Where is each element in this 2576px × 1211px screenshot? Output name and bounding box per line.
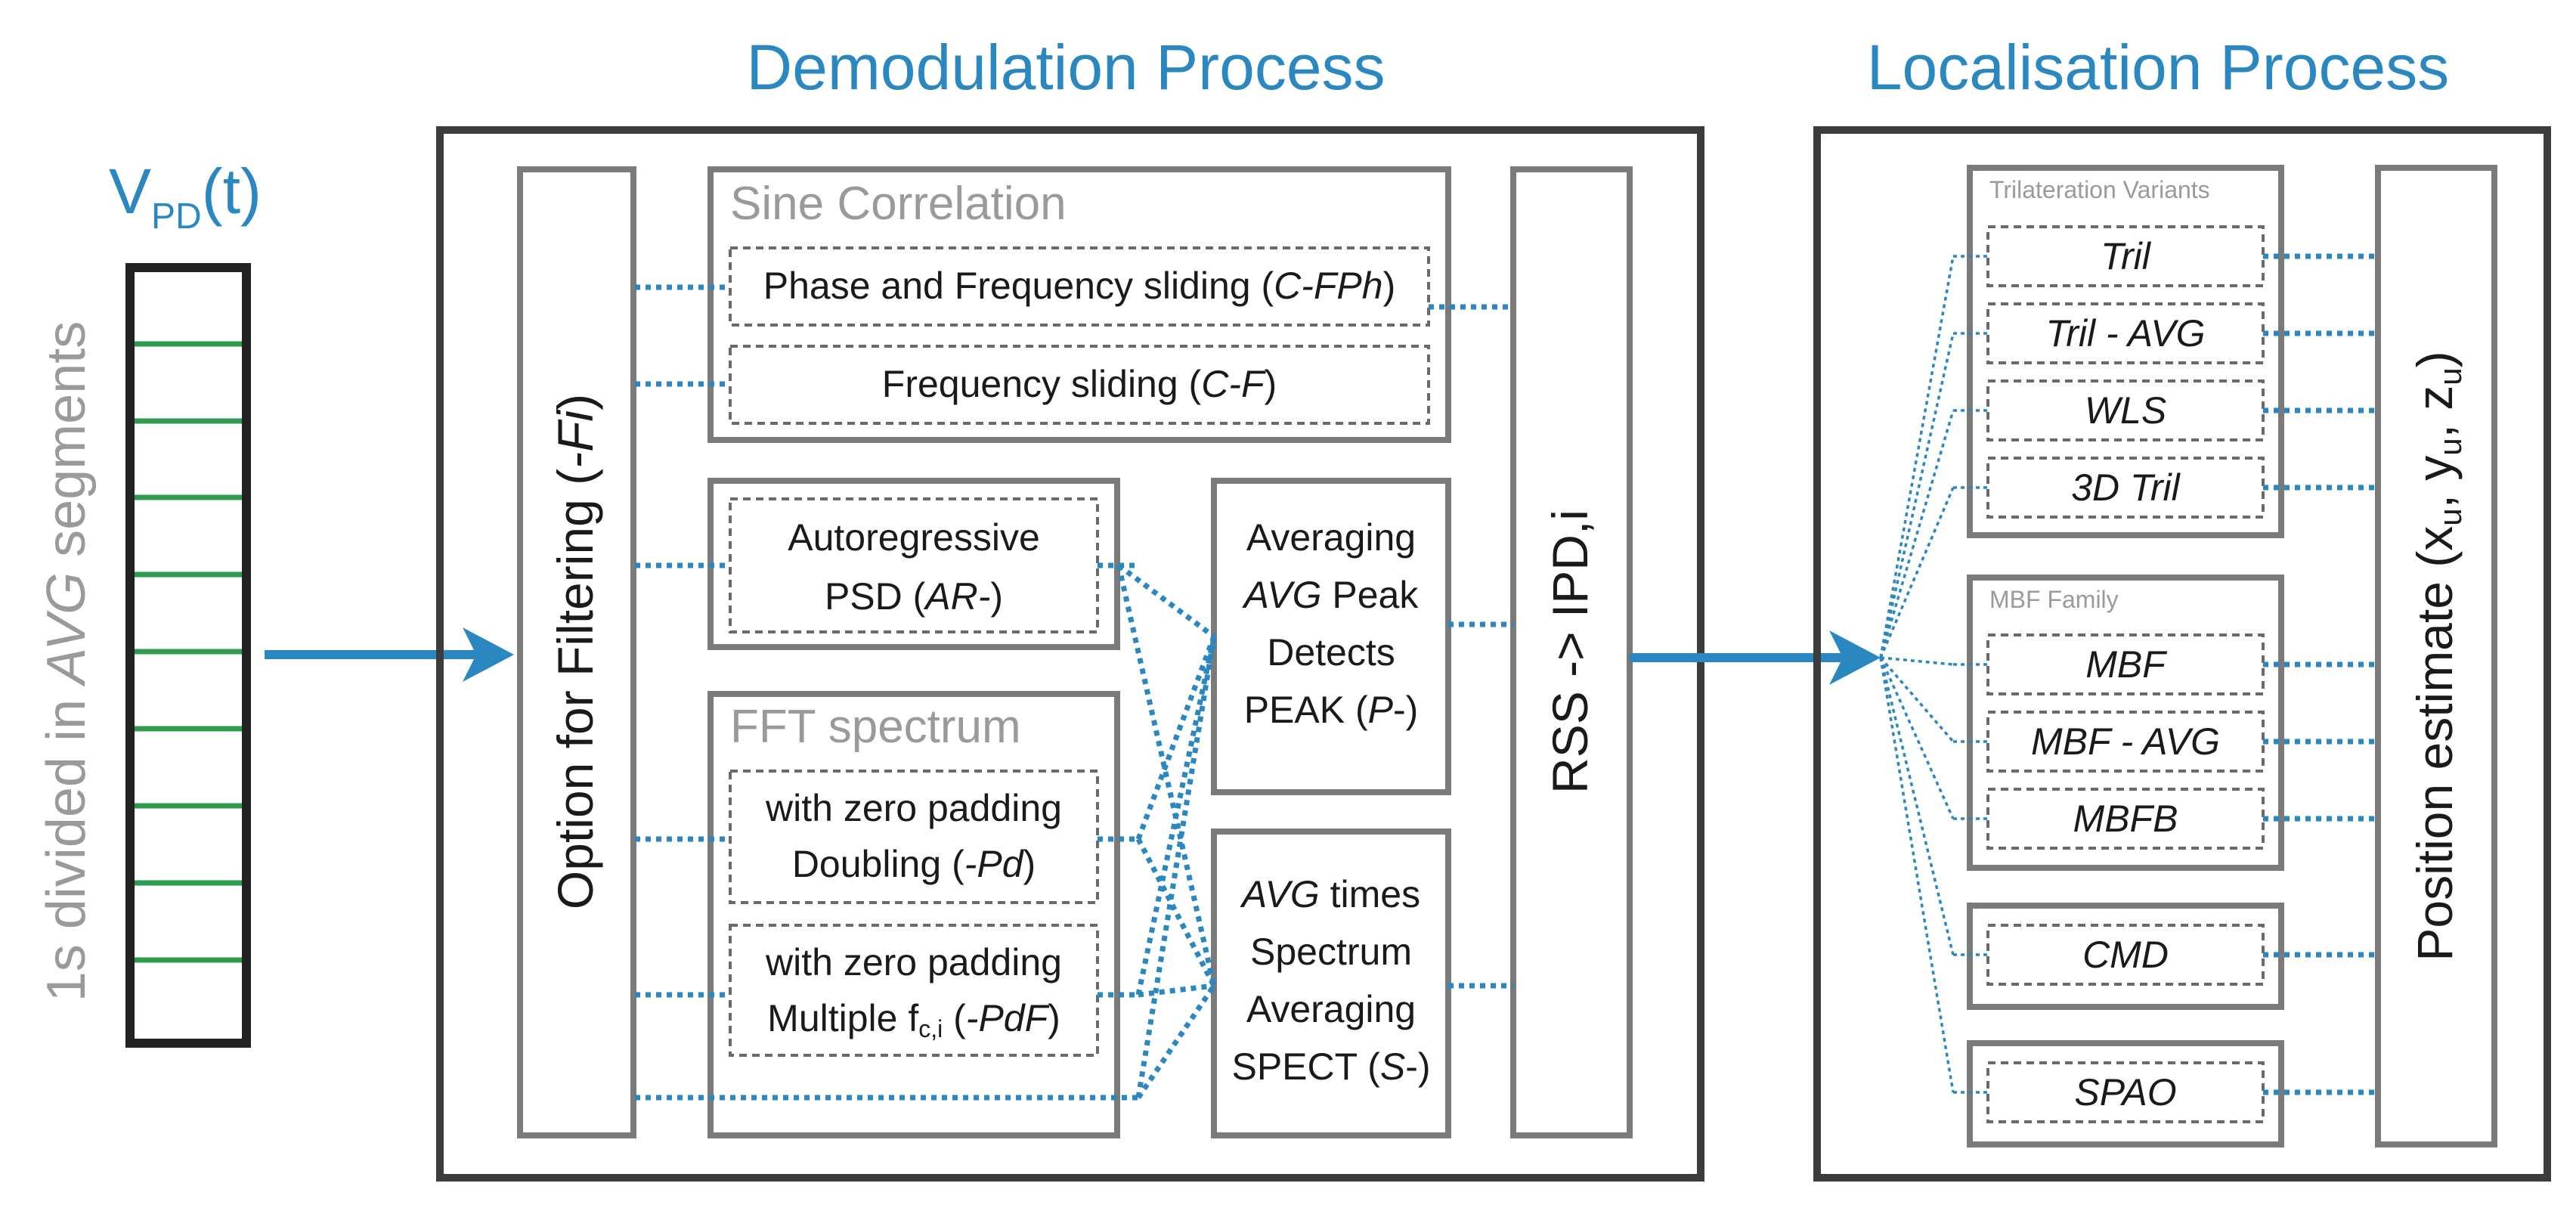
c-fph-label: Phase and Frequency sliding (C-FPh) [763,265,1396,307]
peak-line1: Averaging [1246,516,1416,559]
tril-label: Tril [2101,235,2152,277]
fft-title: FFT spectrum [730,701,1021,753]
wls-label: WLS [2085,389,2166,432]
ar-line1: Autoregressive [788,516,1040,559]
pdf-line2: Multiple fc,i (-PdF) [767,997,1060,1042]
segments-side-label: 1s divided in AVG segments [36,321,97,1002]
tril-avg-label: Tril - AVG [2045,312,2205,355]
cmd-group [1967,903,2284,1010]
pd-line1: with zero padding [765,787,1062,829]
spect-line3: Averaging [1246,988,1416,1030]
peak-line2: AVG Peak [1242,574,1420,616]
output-arrow [1630,630,1881,685]
demod-connectors [635,284,1513,1101]
sine-correlation-title: Sine Correlation [730,178,1067,230]
peak-line3: Detects [1267,631,1395,674]
spao-label: SPAO [2074,1071,2176,1113]
cmd-label: CMD [2082,934,2169,976]
input-arrow [265,627,514,682]
ar-line2: PSD (AR-) [825,575,1003,618]
mbf-group [1967,575,2284,871]
localisation-fan [1879,255,1988,1094]
fft-group [707,691,1120,1138]
mbf-avg-label: MBF - AVG [2031,720,2220,763]
trilateration-title: Trilateration Variants [1989,176,2210,203]
position-connectors [2263,253,2378,1095]
spect-line2: Spectrum [1250,931,1412,973]
position-box [2375,165,2497,1148]
filtering-box [517,166,636,1138]
trilateration-items: Tril Tril - AVG WLS 3D Tril [1986,225,2265,519]
mbf-items: MBF MBF - AVG MBFB [1986,633,2265,850]
localisation-frame [1813,126,2551,1182]
c-f-label: Frequency sliding (C-F) [882,363,1277,405]
spao-group [1967,1040,2284,1148]
spect-line1: AVG times [1240,873,1420,915]
c-fph-box [729,246,1430,327]
signal-segment-bar [125,263,251,1048]
ar-group [707,478,1120,650]
rss-box [1510,166,1633,1138]
spect-line4: SPECT (S-) [1231,1045,1430,1088]
trilateration-group [1967,165,2284,538]
position-label: Position estimate (xu, yu, zu) [2407,351,2468,961]
demodulation-title: Demodulation Process [746,32,1385,103]
c-f-box [729,345,1430,425]
tril-3d-label: 3D Tril [2071,466,2181,509]
mbf-title: MBF Family [1989,586,2119,613]
sine-correlation-group [707,166,1451,443]
mbf-label: MBF [2085,643,2167,686]
pdf-box [729,924,1099,1057]
pdf-line1: with zero padding [765,941,1062,983]
pd-box [729,770,1099,904]
pd-line2: Doubling (-Pd) [792,843,1036,885]
mbfb-label: MBFB [2073,798,2178,840]
localisation-title: Localisation Process [1867,32,2449,103]
filtering-label: Option for Filtering (-Fi) [547,394,603,909]
peak-line4: PEAK (P-) [1244,689,1419,731]
signal-label: VPD(t) [109,156,262,237]
rss-label: RSS -> IPD,i [1542,509,1598,794]
ar-box [729,497,1099,633]
